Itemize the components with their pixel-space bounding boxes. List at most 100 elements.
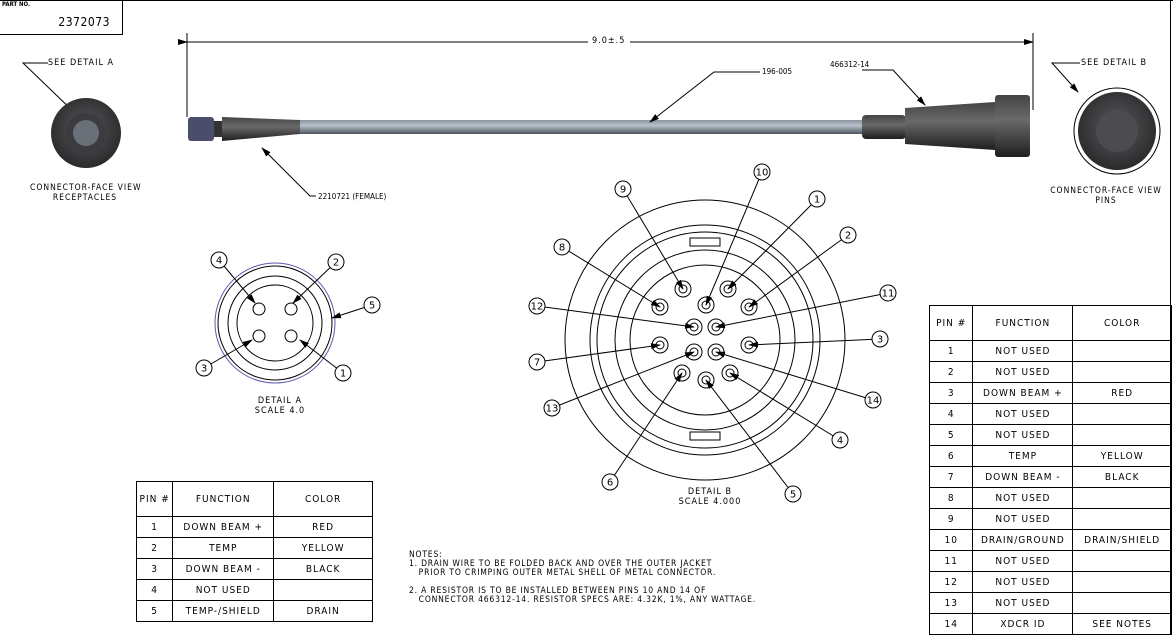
- cell-pin: 10: [928, 529, 974, 551]
- cell-function: NOT USED: [972, 571, 1074, 593]
- callout-bubble: [528, 353, 546, 371]
- cell-color: RED: [1072, 382, 1172, 404]
- callout-leader: [561, 246, 661, 308]
- callout-leader: [218, 259, 256, 304]
- callout-number-9: 9: [620, 185, 626, 196]
- cell-color: YELLOW: [273, 537, 373, 559]
- callout-number-3: 3: [201, 364, 207, 375]
- cell-color: [1072, 571, 1172, 593]
- cell-pin: 9: [928, 508, 974, 530]
- callout-number-1: 1: [340, 369, 346, 380]
- callout-bubble: [334, 364, 352, 382]
- cell-function: NOT USED: [972, 592, 1074, 614]
- detail-b-drawing: [564, 199, 846, 481]
- callout-bubble: [871, 330, 889, 348]
- header-pin: PIN #: [135, 481, 174, 517]
- callout-number-1: 1: [814, 195, 820, 206]
- callout-number-2: 2: [333, 258, 339, 269]
- cell-function: NOT USED: [972, 508, 1074, 530]
- callout-bubble: [327, 253, 345, 271]
- connector-a-part-label: 2210721 (FEMALE): [318, 192, 387, 201]
- callout-bubble: [528, 297, 546, 315]
- callout-number-11: 11: [882, 289, 895, 300]
- cell-pin: 2: [135, 537, 174, 559]
- cell-pin: 2: [928, 361, 974, 383]
- notes-title: NOTES:: [409, 550, 443, 560]
- connector-b-part-label: 466312-14: [830, 60, 870, 69]
- face-view-b-caption: CONNECTOR-FACE VIEW PINS: [1050, 186, 1162, 206]
- detail-b-title: DETAIL B: [687, 487, 733, 497]
- note-1: 1. DRAIN WIRE TO BE FOLDED BACK AND OVER…: [409, 559, 717, 578]
- part-number-label: PART NO.: [2, 1, 31, 8]
- notes: NOTES:1. DRAIN WIRE TO BE FOLDED BACK AN…: [409, 551, 756, 605]
- callout-number-2: 2: [845, 231, 851, 242]
- callout-bubble: [363, 296, 381, 314]
- callout-bubble: [543, 399, 561, 417]
- face-view-b: [1073, 87, 1161, 175]
- face-view-a-line1: CONNECTOR-FACE VIEW: [30, 183, 142, 193]
- callout-leader: [536, 343, 661, 363]
- callout-leader: [715, 292, 889, 329]
- cell-color: YELLOW: [1072, 445, 1172, 467]
- cell-pin: 1: [928, 340, 974, 362]
- callout-number-4: 4: [837, 436, 843, 447]
- cell-pin: 8: [928, 487, 974, 509]
- cell-function: NOT USED: [972, 487, 1074, 509]
- detail-a-title: DETAIL A: [257, 396, 303, 406]
- cell-pin: 4: [928, 403, 974, 425]
- cell-function: TEMP-/SHIELD: [172, 600, 275, 622]
- callout-leader: [748, 338, 881, 348]
- cell-function: DOWN BEAM +: [972, 382, 1074, 404]
- cell-pin: 14: [928, 613, 974, 635]
- face-view-a-caption: CONNECTOR-FACE VIEW RECEPTACLES: [30, 183, 142, 203]
- header-color: COLOR: [1072, 305, 1172, 341]
- cable-part-label: 196-005: [762, 67, 793, 76]
- callout-leader: [609, 372, 683, 483]
- cell-color: BLACK: [1072, 466, 1172, 488]
- header-color: COLOR: [273, 481, 373, 517]
- callout-bubble: [601, 473, 619, 491]
- callout-leader: [705, 171, 763, 306]
- callout-bubble: [195, 359, 213, 377]
- face-view-b-line2: PINS: [1095, 196, 1117, 206]
- callout-leader: [551, 351, 695, 409]
- detail-b-caption: DETAIL B SCALE 4.000: [665, 487, 755, 507]
- cell-color: [273, 579, 373, 601]
- face-view-b-line1: CONNECTOR-FACE VIEW: [1050, 186, 1162, 196]
- cell-color: [1072, 487, 1172, 509]
- cell-color: [1072, 403, 1172, 425]
- cell-function: TEMP: [172, 537, 275, 559]
- cell-function: NOT USED: [972, 361, 1074, 383]
- detail-b-scale: SCALE 4.000: [678, 497, 742, 507]
- cell-function: NOT USED: [972, 340, 1074, 362]
- callout-bubble: [864, 391, 882, 409]
- callout-number-5: 5: [790, 490, 796, 501]
- note-2: 2. A RESISTOR IS TO BE INSTALLED BETWEEN…: [409, 586, 757, 605]
- callout-leader: [705, 379, 794, 495]
- cell-function: TEMP: [972, 445, 1074, 467]
- cell-pin: 3: [928, 382, 974, 404]
- cell-color: [1072, 424, 1172, 446]
- cell-pin: 11: [928, 550, 974, 572]
- cell-color: [1072, 361, 1172, 383]
- callout-bubble: [879, 284, 897, 302]
- cell-function: NOT USED: [172, 579, 275, 601]
